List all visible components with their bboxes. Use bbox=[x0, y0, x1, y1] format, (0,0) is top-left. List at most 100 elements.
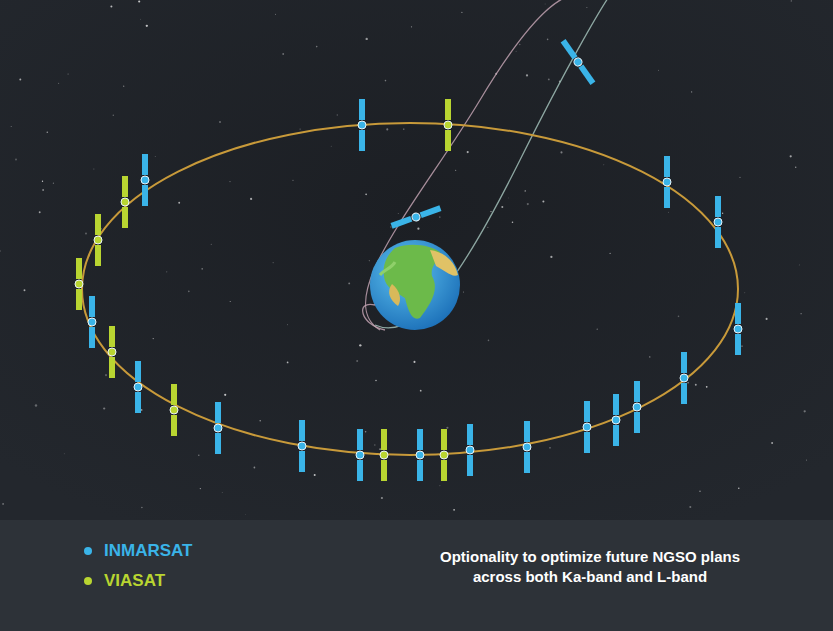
star bbox=[385, 80, 387, 82]
star bbox=[386, 128, 388, 130]
star bbox=[381, 497, 383, 499]
star bbox=[804, 410, 806, 412]
star bbox=[512, 221, 514, 223]
star bbox=[525, 190, 526, 191]
star bbox=[487, 226, 489, 228]
star bbox=[798, 264, 800, 266]
star bbox=[597, 329, 598, 330]
star bbox=[695, 384, 697, 386]
star bbox=[300, 129, 301, 130]
star bbox=[11, 126, 12, 127]
star bbox=[366, 38, 368, 40]
star bbox=[292, 179, 294, 181]
star bbox=[738, 487, 739, 488]
star bbox=[463, 292, 464, 293]
star bbox=[198, 455, 200, 457]
star bbox=[153, 338, 154, 339]
star bbox=[219, 121, 221, 123]
satellite bbox=[356, 429, 364, 481]
star bbox=[356, 360, 358, 362]
legend-text: VIASAT bbox=[104, 571, 165, 591]
satellite bbox=[466, 424, 474, 476]
star bbox=[103, 407, 105, 409]
star bbox=[467, 151, 469, 153]
star bbox=[658, 70, 659, 71]
satellite bbox=[298, 420, 306, 472]
star bbox=[105, 374, 107, 376]
satellite bbox=[88, 296, 96, 348]
star bbox=[201, 268, 203, 270]
star bbox=[699, 491, 700, 492]
star bbox=[272, 262, 274, 264]
satellite bbox=[214, 402, 222, 454]
satellite bbox=[75, 258, 83, 310]
star bbox=[544, 3, 546, 5]
star bbox=[2, 503, 4, 505]
star bbox=[53, 183, 54, 184]
star bbox=[154, 156, 156, 158]
star bbox=[706, 386, 708, 388]
star bbox=[744, 292, 746, 294]
star bbox=[110, 6, 112, 8]
star bbox=[374, 444, 376, 446]
star bbox=[610, 253, 611, 254]
star bbox=[526, 74, 528, 76]
note-text: Optionality to optimize future NGSO plan… bbox=[430, 547, 750, 588]
star bbox=[0, 250, 1, 252]
star bbox=[548, 78, 550, 80]
star bbox=[790, 155, 792, 157]
star bbox=[19, 79, 21, 81]
star bbox=[549, 447, 550, 448]
star bbox=[330, 145, 332, 147]
satellite bbox=[523, 421, 531, 473]
star bbox=[166, 271, 167, 272]
star bbox=[501, 206, 503, 208]
star bbox=[85, 232, 87, 234]
star bbox=[68, 74, 69, 75]
legend-row: VIASAT bbox=[84, 566, 192, 596]
star bbox=[221, 492, 223, 494]
star bbox=[337, 114, 338, 115]
star bbox=[550, 256, 552, 258]
satellite bbox=[714, 196, 722, 248]
satellite bbox=[121, 176, 129, 228]
star bbox=[42, 189, 44, 191]
star bbox=[63, 453, 65, 455]
star bbox=[316, 46, 318, 48]
satellite bbox=[444, 99, 452, 151]
satellite bbox=[633, 381, 641, 433]
satellite bbox=[734, 303, 742, 355]
star bbox=[603, 164, 605, 166]
star bbox=[259, 420, 261, 422]
star bbox=[800, 313, 801, 314]
star bbox=[138, 0, 140, 2]
star bbox=[200, 488, 201, 489]
star bbox=[282, 53, 284, 55]
legend: INMARSATVIASAT bbox=[84, 536, 192, 596]
star bbox=[113, 115, 115, 117]
star bbox=[691, 91, 692, 92]
star bbox=[507, 197, 509, 199]
star bbox=[806, 460, 807, 461]
star bbox=[411, 26, 412, 27]
star bbox=[254, 467, 256, 469]
star bbox=[140, 18, 142, 20]
star bbox=[413, 361, 415, 363]
star bbox=[47, 131, 49, 133]
star bbox=[678, 315, 680, 317]
satellite bbox=[612, 394, 620, 446]
star bbox=[739, 177, 740, 178]
star bbox=[668, 211, 670, 213]
inclined-orbit bbox=[375, 0, 610, 328]
star bbox=[146, 25, 148, 27]
satellites bbox=[75, 38, 742, 481]
star bbox=[515, 50, 517, 52]
star bbox=[230, 301, 231, 302]
star bbox=[689, 506, 691, 508]
star bbox=[791, 0, 792, 1]
star bbox=[766, 318, 768, 320]
star bbox=[348, 282, 350, 284]
star bbox=[42, 181, 43, 182]
star bbox=[722, 213, 723, 214]
stars bbox=[0, 0, 807, 514]
